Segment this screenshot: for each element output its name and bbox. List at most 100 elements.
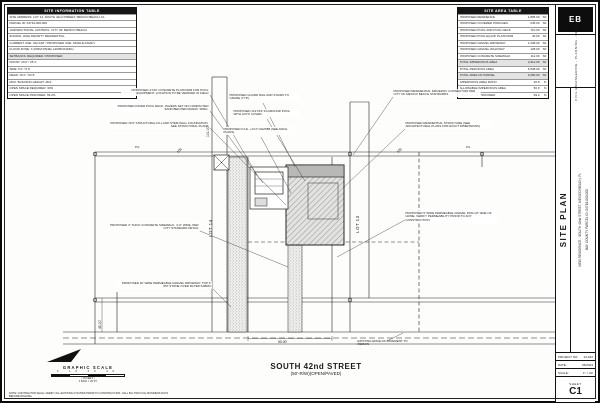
annotation-callout: PROPOSED F.F.E. +13.0' NAVD88 (SEE ARCH.… [223, 127, 295, 136]
area-unit: SF [542, 53, 547, 58]
project-info-column: NEW RESIDENCE - SOUTH 42nd STREET, MEXIC… [571, 88, 595, 352]
table-row: SITE ADDRESS: LOT 14, SOUTH 42nd STREET,… [8, 14, 136, 20]
area-label: PROPOSED GRAVEL DRIVEWAY [459, 41, 506, 45]
annotation-callout: PROPOSED RESIDENTIAL STRUCTURE (SEE ARCH… [405, 121, 493, 130]
area-label: TOTAL PERVIOUS AREA [459, 67, 494, 71]
area-value: 30.8 [533, 79, 540, 84]
street-row-info: (50'-R/W)(OPEN/PAVED) [290, 371, 342, 376]
annotation-callout: EXISTING EDGE OF PAVEMENT TO REMAIN [357, 338, 408, 347]
area-unit: SF [542, 47, 547, 52]
table-row: FLOOD ZONE: X (FIRM PANEL 12005C0418G) [8, 46, 136, 52]
firm-logo: EB [558, 7, 593, 32]
annotation-callout: PROPOSED ±12'X16' IN-GROUND POOL WITH AU… [233, 109, 299, 118]
dimension-lines [101, 298, 333, 341]
area-value: 50.0 [533, 86, 540, 91]
area-unit: SF [542, 60, 547, 65]
area-unit: SF [542, 27, 547, 32]
area-value: 69.2 [533, 92, 540, 97]
table-row: PARCEL ID: 04716-000-000 [8, 20, 136, 26]
title-block-middle: SITE PLAN NEW RESIDENCE - SOUTH 42nd STR… [556, 88, 595, 352]
table-row: REAR: 15.0' / 52.5' [8, 72, 136, 78]
table-row: OPEN SPACE REQUIRED: 30% [8, 85, 136, 91]
site-information-table: SITE INFORMATION TABLE SITE ADDRESS: LOT… [7, 7, 137, 100]
scale-bar [51, 373, 125, 377]
area-label: TOTAL AREA OF PARCEL [459, 74, 496, 78]
meta-value: 23-042 [583, 354, 593, 359]
area-label: PROPOSED RESIDENCE [459, 15, 495, 19]
dimension-label: 101.00' [206, 125, 210, 137]
meta-row: DATE: 05/2023 [556, 361, 595, 369]
scale-segment [88, 374, 106, 376]
area-label: PROPOSED CONCRETE SIDEWALK [459, 54, 511, 58]
area-label: PROPOSED POOL EQUIP. PLATFORM [459, 35, 514, 39]
table-row: FRONT: 20.0' / 25.1' [8, 59, 136, 65]
street-name: SOUTH 42nd STREET [270, 362, 362, 371]
table-title: SITE INFORMATION TABLE [8, 8, 136, 14]
area-unit: % [543, 86, 547, 91]
meta-label: DATE: [558, 362, 567, 367]
meta-row: SCALE: 1" = 20' [556, 369, 595, 377]
annotation-callout: PROPOSED PAVER POOL DECK. PAVERS SET ON … [113, 104, 209, 113]
area-value: 9,450.00 [527, 73, 540, 78]
annotation-callout: PROPOSED 20' WIDE PERMEABLE GRAVEL DRIVE… [117, 281, 212, 290]
scale-note: 1 INCH = 20 FT. [78, 380, 98, 384]
meta-value: 05/2023 [582, 362, 593, 367]
area-value: 112.00 [530, 53, 540, 58]
lot-label-left: LOT 14 [208, 219, 213, 237]
area-unit: SF [542, 34, 547, 39]
project-line: BAY COUNTY PARCEL ID: 04716-000-000 [584, 189, 589, 251]
area-value: 1,805.00 [527, 14, 540, 19]
property-line-tag: P/L [135, 145, 140, 149]
lot-label-right: LOT 13 [355, 215, 360, 233]
sheet-title-column: SITE PLAN [556, 88, 571, 352]
table-row: CURRENT USE: VACANT / PROPOSED USE: SING… [8, 39, 136, 46]
firm-tagline: CIVIL ENGINEERING - PLANNING - DESIGN [573, 21, 578, 101]
area-label: PROPOSED POOL AND POOL DECK [459, 28, 511, 32]
scale-note: ( IN FEET ) [81, 377, 95, 380]
dimension-label: 45.00' [98, 319, 102, 329]
sheet-title: SITE PLAN [558, 192, 568, 248]
proposed-residence-footprint [285, 164, 345, 246]
area-label: TOTAL IMPERVIOUS AREA [459, 61, 498, 65]
sheet-number-box: SHEET C1 [556, 377, 595, 402]
gravel-walkway [287, 241, 303, 333]
scale-segment [70, 374, 88, 376]
equipment-pad [254, 197, 268, 207]
area-value: 128.00 [530, 47, 540, 52]
north-arrow-icon [47, 349, 81, 362]
area-value: 1,208.00 [527, 40, 540, 45]
area-value: 710.00 [530, 27, 540, 32]
table-row: ALLOWABLE IMPERVIOUS AREA 50.0% [458, 85, 548, 91]
area-unit: SF [542, 14, 547, 19]
table-row: SIDE: 5.0' / 5.0' [8, 65, 136, 72]
area-unit: % [543, 79, 547, 84]
annotation-callout: PROPOSED RESIDENTIAL DRIVEWAY CONNECTION… [393, 89, 481, 98]
title-block-meta: PROJECT NO: 23-042 DATE: 05/2023 SCALE: … [556, 352, 595, 402]
meta-row: PROJECT NO: 23-042 [556, 353, 595, 361]
drawing-area: SITE INFORMATION TABLE SITE ADDRESS: LOT… [5, 5, 559, 402]
table-row: ZONING: HIGH DENSITY RESIDENTIAL [8, 33, 136, 39]
annotation-callout: PROPOSED 4" THICK CONCRETE SIDEWALK, 4'-… [107, 223, 199, 232]
area-unit: SF [542, 21, 547, 26]
area-label: ALLOWABLE IMPERVIOUS AREA [459, 87, 507, 91]
property-line-tag: P/L [466, 145, 471, 149]
table-row: MAX. BUILDING HEIGHT: 48.0' [8, 78, 136, 85]
table-row: OPEN SPACE PROVIDED: 69.2% [8, 91, 136, 98]
area-value: 245.00 [530, 21, 540, 26]
project-line: NEW RESIDENCE - SOUTH 42nd STREET, MEXIC… [577, 173, 582, 267]
area-value: 6,538.00 [527, 66, 540, 71]
title-block: EB CIVIL ENGINEERING - PLANNING - DESIGN… [555, 5, 595, 402]
area-label: PROPOSED GRAVEL WALKWAY [459, 48, 505, 52]
meta-label: PROJECT NO: [558, 354, 579, 359]
annotation-callout: PROPOSED GUARD RAIL AND STAIRS TO GRADE … [229, 93, 299, 102]
